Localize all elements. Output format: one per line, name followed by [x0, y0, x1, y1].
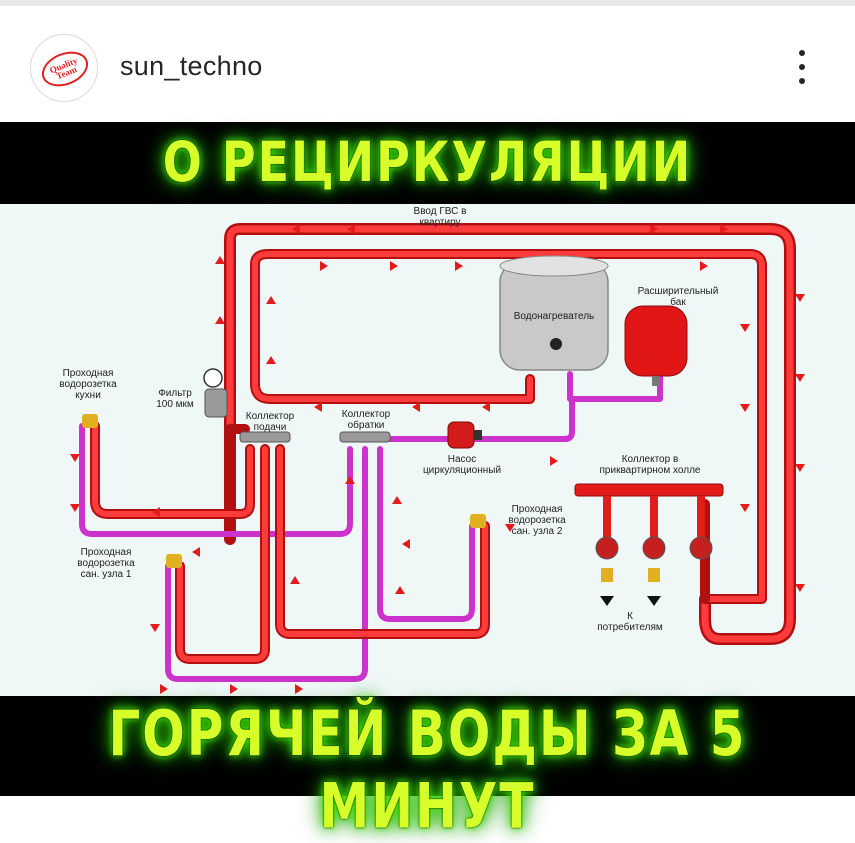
hall-collector-label-2: приквартирном холле [600, 465, 701, 476]
supply-collector: Коллектор подачи [239, 411, 295, 443]
gvs-label-2: квартиру [419, 217, 460, 228]
consumers-label-2: потребителям [597, 621, 663, 633]
return-collector: Коллектор обратки [339, 409, 391, 443]
username[interactable]: sun_techno [120, 51, 263, 81]
status-strip [0, 0, 855, 6]
filter-label-1: Фильтр [158, 388, 192, 399]
kitchen-label-3: кухни [75, 390, 101, 401]
title-banner-bottom: ГОРЯЧЕЙ ВОДЫ ЗА 5 МИНУТ [0, 696, 855, 843]
avatar-logo-text: Quality Team [48, 55, 79, 82]
flow-arrows [70, 224, 805, 694]
more-vertical-icon[interactable] [788, 50, 816, 90]
pump-label-1: Насос [448, 454, 476, 465]
pump-line [382, 396, 575, 442]
bath2-label-1: Проходная [512, 504, 563, 515]
hall-collector: Коллектор в приквартирном холле К потреб… [574, 454, 724, 633]
circulation-pump: Насос циркуляционный [423, 421, 501, 476]
recirculation-diagram: Водонагреватель Расширительный бак Фильт… [0, 204, 855, 696]
tank-label-1: Расширительный [638, 286, 719, 297]
bath2-label-2: водорозетка [508, 515, 566, 526]
kitchen-label-2: водорозетка [59, 379, 117, 390]
bath2-label-3: сан. узла 2 [512, 526, 563, 537]
bath1-label-2: водорозетка [77, 558, 135, 569]
gvs-label-1: Ввод ГВС в [414, 206, 467, 217]
supply-collector-label-1: Коллектор [246, 411, 295, 422]
hall-collector-label-1: Коллектор в [622, 454, 679, 465]
pump-label-2: циркуляционный [423, 465, 501, 476]
return-collector-label-2: обратки [348, 419, 385, 431]
water-heater: Водонагреватель [499, 255, 609, 371]
title-top: О РЕЦИРКУЛЯЦИИ [162, 129, 693, 195]
title-banner-top: О РЕЦИРКУЛЯЦИИ [0, 122, 855, 204]
pipes [79, 223, 796, 682]
kitchen-label-1: Проходная [63, 368, 114, 379]
bath1-label-3: сан. узла 1 [81, 569, 132, 580]
kitchen-return-pipe [79, 423, 353, 537]
bath2-return-pipe [377, 446, 475, 622]
tank-label-2: бак [670, 296, 686, 308]
avatar[interactable]: Quality Team [30, 34, 98, 102]
diagram-svg: Водонагреватель Расширительный бак Фильт… [59, 206, 805, 694]
post-header: Quality Team sun_techno [0, 6, 855, 118]
bath1-label-1: Проходная [81, 547, 132, 558]
wall-outlets [82, 414, 486, 568]
filter-label-2: 100 мкм [156, 399, 194, 410]
supply-collector-label-2: подачи [254, 422, 287, 433]
bath1-return-pipe [165, 446, 368, 682]
quality-team-logo-icon: Quality Team [36, 45, 94, 93]
heater-label: Водонагреватель [514, 311, 595, 322]
expansion-tank: Расширительный бак [624, 286, 719, 386]
title-bottom: ГОРЯЧЕЙ ВОДЫ ЗА 5 МИНУТ [108, 697, 747, 843]
filter: Фильтр 100 мкм [156, 368, 228, 418]
return-collector-label-1: Коллектор [342, 409, 391, 420]
post-image[interactable]: О РЕЦИРКУЛЯЦИИ [0, 122, 855, 843]
consumers-label-1: К [627, 611, 633, 622]
